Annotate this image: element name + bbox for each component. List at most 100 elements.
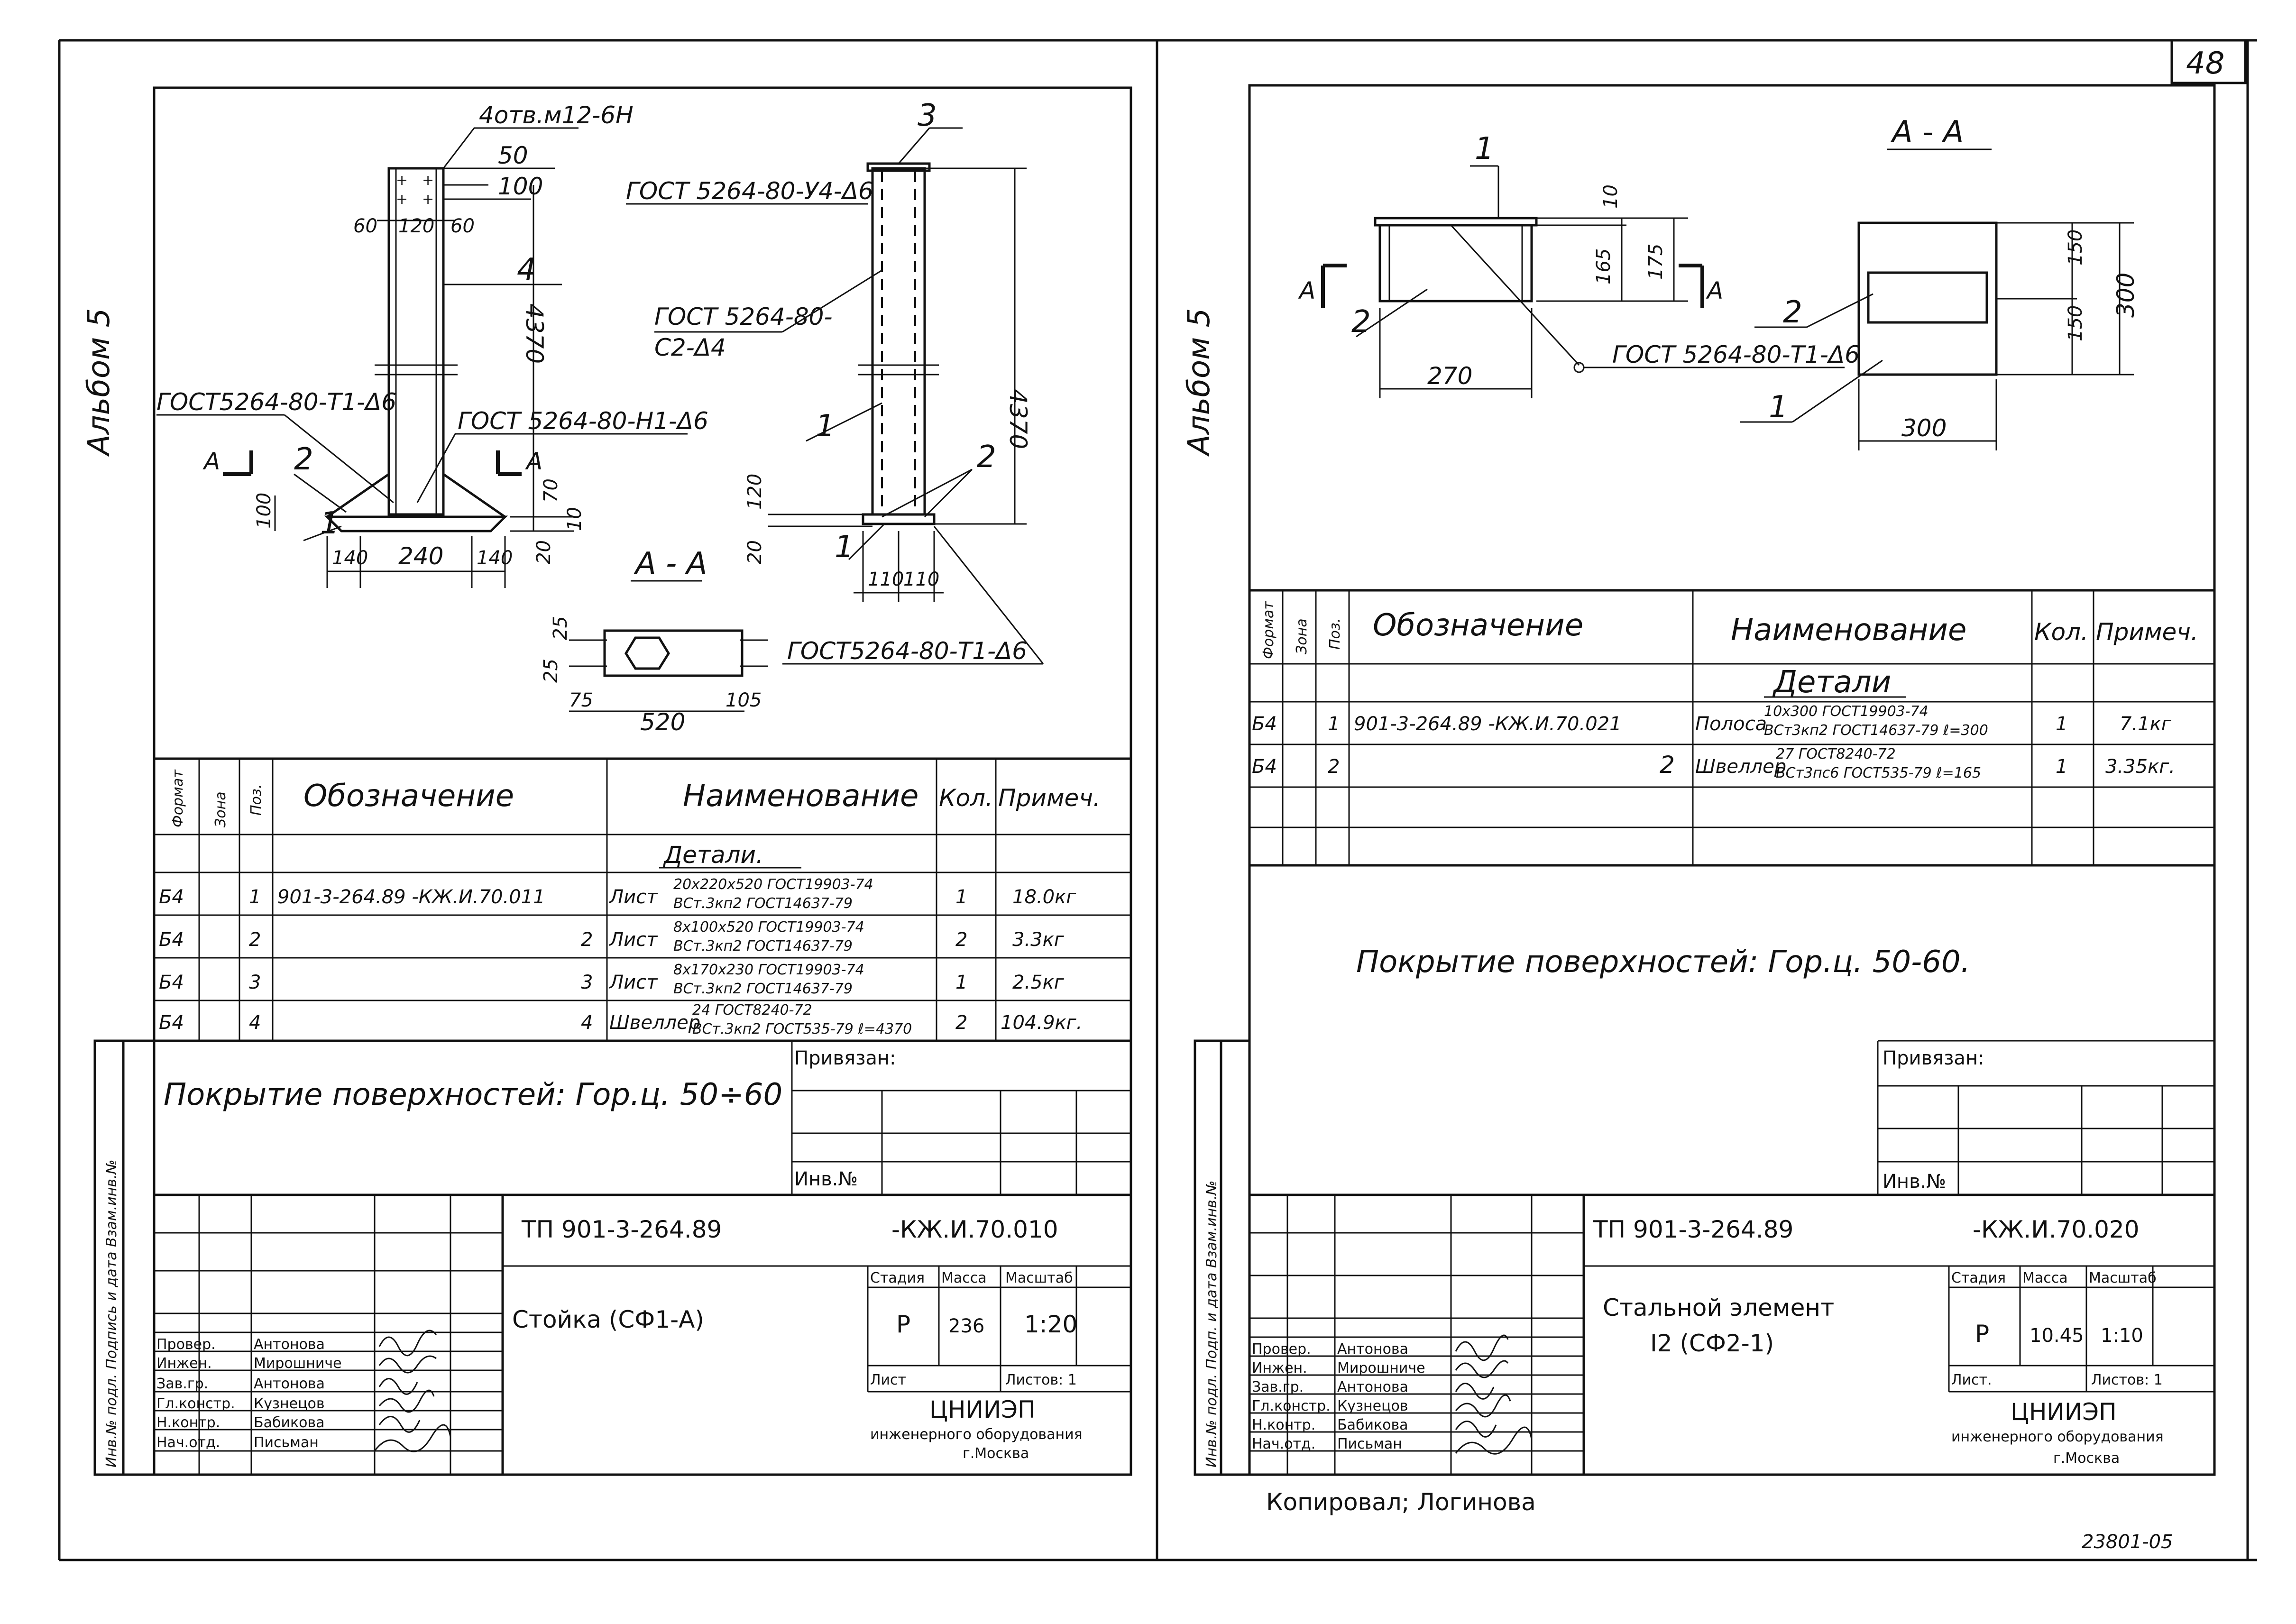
- dim-240: 240: [398, 542, 443, 570]
- role-label: Зав.гр.: [156, 1376, 208, 1392]
- right-side-stamp: Инв.№ подл. Подп. и дата Взам.инв.№: [1194, 1039, 1251, 1476]
- right-callout-weld: ГОСТ 5264-80-Т1-Δ6: [1612, 341, 1860, 368]
- left-inner-frame: [153, 86, 1132, 1476]
- cell-note: 3.3кг: [1012, 929, 1065, 951]
- callout-weld-base-left: ГОСТ5264-80-Т1-Δ6: [156, 388, 396, 416]
- left-side-stamp-text: Инв.№ подл. Подпись и дата Взам.инв.№: [103, 1159, 120, 1468]
- right-spec-h-name: Наименование: [1731, 613, 1966, 648]
- cell-designation: 3: [581, 972, 593, 993]
- right-sheets-h: Листов: 1: [2091, 1372, 2163, 1388]
- stand-front-view: ++ ++: [324, 167, 508, 532]
- cell-name: Швеллер: [609, 1012, 700, 1034]
- signatures-right: [1455, 1334, 1533, 1455]
- cell-spec-bot: ВСт3пс6 ГОСТ535-79 ℓ=165: [1776, 765, 1981, 781]
- left-org-1: ЦНИИЭП: [929, 1396, 1036, 1423]
- name-label: Бабикова: [254, 1414, 325, 1431]
- name-label: Кузнецов: [1337, 1398, 1408, 1414]
- cell-spec-top: 24 ГОСТ8240-72: [692, 1002, 812, 1018]
- dim-100a: 100: [498, 173, 543, 200]
- dim-4370a: 4370: [521, 303, 548, 364]
- stand-front-height: 4370: [521, 185, 548, 531]
- left-org-2: инженерного оборудования: [870, 1426, 1083, 1443]
- stand-front-dimensions: 50 100 60 120 60 140 240 140 100 70 10 2…: [253, 142, 586, 588]
- dim-70: 70: [540, 478, 562, 503]
- cell-spec-top: 27 ГОСТ8240-72: [1776, 746, 1896, 762]
- dim-25b: 25: [540, 659, 562, 683]
- right-dim-300h: 300: [1901, 414, 1947, 442]
- dim-60l: 60: [353, 215, 377, 237]
- left-sheet: Альбом 5 Инв.№ подл. Подпись и дата Взам…: [82, 86, 1132, 1476]
- dim-60r: 60: [450, 215, 475, 237]
- role-label: Гл.констр.: [1252, 1398, 1331, 1414]
- left-sheets-h: Листов: 1: [1005, 1372, 1077, 1388]
- right-coating-note: Покрытие поверхностей: Гор.ц. 50-60.: [1356, 945, 1970, 980]
- right-sheet-h: Лист.: [1951, 1372, 1992, 1388]
- role-label: Н.контр.: [156, 1414, 220, 1431]
- table-row: Б4 4 4 Швеллер 24 ГОСТ8240-72 ВСт.3кп2 Г…: [159, 1002, 1082, 1037]
- outer-frame: [58, 39, 2257, 1561]
- callout-weld-side-1: ГОСТ 5264-80-: [654, 303, 833, 330]
- cell-designation: 901-3-264.89 -КЖ.И.70.011: [277, 886, 545, 908]
- left-mass: 236: [948, 1315, 984, 1337]
- section-mark-a-left: А: [202, 448, 220, 475]
- cell-format: Б4: [1252, 713, 1277, 735]
- right-doc-code: ТП 901-3-264.89: [1593, 1216, 1793, 1243]
- dim-520: 520: [640, 708, 685, 736]
- right-dim-10: 10: [1600, 184, 1622, 209]
- right-stage-h: Стадия: [1951, 1270, 2006, 1286]
- right-org-3: г.Москва: [2053, 1450, 2120, 1467]
- left-stage: Р: [896, 1311, 910, 1338]
- right-spec-h-zone: Зона: [1294, 618, 1310, 654]
- element-side-view: ГОСТ 5264-80-Т1-Δ6 270 10 165 175 1 2 А: [1298, 131, 1860, 398]
- right-doc-name-1: Стальной элемент: [1603, 1294, 1834, 1321]
- cell-name: Полоса: [1695, 713, 1767, 735]
- left-mass-h: Масса: [941, 1270, 987, 1286]
- left-section-title: А - А: [634, 546, 707, 581]
- dim-75: 75: [569, 689, 593, 711]
- role-label: Зав.гр.: [1252, 1379, 1304, 1395]
- name-label: Мирошниче: [1337, 1360, 1425, 1376]
- role-label: Провер.: [156, 1336, 216, 1353]
- dim-4370b: 4370: [1004, 389, 1032, 449]
- cell-name: Лист: [608, 929, 658, 951]
- callout-thread: 4отв.м12-6Н: [479, 101, 634, 129]
- right-spec-h-pos: Поз.: [1327, 618, 1343, 650]
- svg-text:+: +: [396, 191, 408, 208]
- spec-h-zone: Зона: [212, 791, 229, 827]
- cell-pos: 3: [249, 972, 261, 993]
- table-row: Б4 2 2 Швеллер 27 ГОСТ8240-72 ВСт3пс6 ГО…: [1252, 746, 2175, 781]
- pos-3: 3: [918, 98, 937, 133]
- cell-spec-bot: ВСт.3кп2 ГОСТ14637-79: [673, 938, 853, 954]
- cell-spec-bot: ВСт.3кп2 ГОСТ535-79 ℓ=4370: [692, 1021, 912, 1037]
- left-side-stamp: Инв.№ подл. Подпись и дата Взам.инв.№: [93, 1039, 156, 1476]
- cell-note: 104.9кг.: [1001, 1012, 1082, 1034]
- pos-1b: 1: [816, 409, 835, 444]
- left-stage-h: Стадия: [870, 1270, 925, 1286]
- left-org-3: г.Москва: [963, 1445, 1029, 1462]
- dim-50: 50: [498, 142, 528, 169]
- right-spec-h-note: Примеч.: [2096, 618, 2198, 646]
- dim-110r: 110: [903, 569, 939, 590]
- left-sheet-h: Лист: [870, 1372, 906, 1388]
- svg-text:+: +: [422, 191, 434, 208]
- cell-name: Швеллер: [1695, 756, 1786, 778]
- cell-qty: 1: [955, 886, 967, 908]
- name-label: Мирошниче: [254, 1355, 342, 1372]
- cell-spec-top: 8х100х520 ГОСТ19903-74: [673, 919, 864, 936]
- svg-text:+: +: [396, 172, 408, 189]
- cell-designation: 2: [1660, 751, 1675, 779]
- name-label: Антонова: [1337, 1341, 1408, 1358]
- dim-20b: 20: [744, 540, 766, 564]
- cell-format: Б4: [159, 886, 184, 908]
- right-mass: 10.45: [2030, 1325, 2084, 1347]
- cell-format: Б4: [1252, 756, 1277, 778]
- right-section-title: А - А: [1890, 115, 1964, 150]
- dim-140r: 140: [477, 547, 513, 569]
- right-spec-table: Формат Зона Поз. Обозначение Наименовани…: [1249, 589, 2214, 867]
- right-privyazan: Привязан:: [1883, 1047, 1984, 1069]
- right-mass-h: Масса: [2022, 1270, 2068, 1286]
- dim-105: 105: [726, 689, 762, 711]
- cell-qty: 2: [955, 1012, 967, 1034]
- right-scale-h: Масштаб: [2089, 1270, 2157, 1286]
